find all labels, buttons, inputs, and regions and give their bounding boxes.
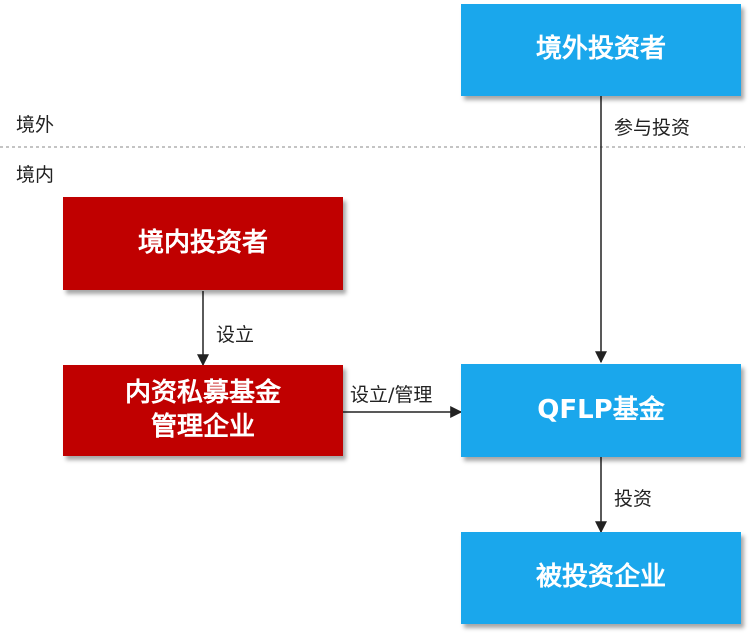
invested-company-label: 被投资企业 bbox=[535, 562, 666, 593]
overseas-investor-box: 境外投资者 bbox=[461, 4, 741, 96]
fund-manager-label-line1: 内资私募基金 bbox=[124, 377, 281, 408]
edge-label-participate-invest: 参与投资 bbox=[614, 117, 691, 139]
fund-manager-box: 内资私募基金 管理企业 bbox=[63, 365, 343, 456]
qflp-fund-label: QFLP基金 bbox=[537, 394, 665, 425]
edge-label-establish-manage: 设立/管理 bbox=[350, 384, 433, 406]
invested-company-box: 被投资企业 bbox=[461, 532, 741, 624]
domestic-investor-box: 境内投资者 bbox=[63, 197, 343, 290]
edge-label-establish: 设立 bbox=[216, 324, 255, 346]
region-label-domestic: 境内 bbox=[16, 164, 55, 186]
overseas-investor-label: 境外投资者 bbox=[535, 34, 666, 65]
edge-label-invest: 投资 bbox=[614, 488, 653, 510]
region-label-overseas: 境外 bbox=[16, 114, 55, 136]
fund-manager-label-line2: 管理企业 bbox=[150, 411, 255, 442]
qflp-fund-box: QFLP基金 bbox=[461, 364, 741, 457]
domestic-investor-label: 境内投资者 bbox=[137, 227, 268, 258]
